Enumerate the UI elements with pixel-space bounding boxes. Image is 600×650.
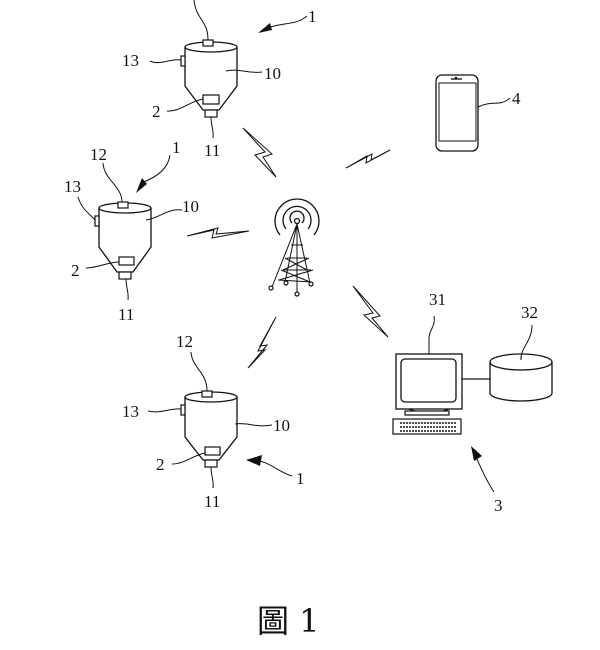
storage-tank-1: 13 10 2 11 1 (122, 0, 317, 160)
lightning-link-icon (345, 149, 391, 169)
database-icon (489, 353, 553, 402)
label-database: 32 (521, 303, 538, 322)
figure-caption: 圖 1 (257, 602, 320, 640)
storage-tank-icon (94, 201, 152, 280)
label-top-sensor: 12 (176, 332, 193, 351)
label-computer: 31 (429, 290, 446, 309)
label-tank-body: 10 (273, 416, 290, 435)
lightning-link-icon (352, 285, 389, 338)
label-device: 2 (152, 102, 161, 121)
smartphone: 4 (435, 74, 521, 152)
smartphone-icon (435, 74, 479, 152)
lightning-link-icon (186, 227, 250, 239)
storage-tank-3: 12 13 10 2 11 1 (122, 332, 305, 511)
server: 31 32 3 (392, 290, 553, 515)
label-outlet: 11 (118, 305, 134, 324)
label-tank-ref: 1 (172, 138, 181, 157)
label-outlet: 11 (204, 141, 220, 160)
label-side-sensor: 13 (122, 402, 139, 421)
label-tank-ref: 1 (308, 7, 317, 26)
storage-tank-icon (180, 39, 238, 118)
storage-tank-2: 12 13 10 2 11 1 (64, 138, 199, 324)
label-device: 2 (71, 261, 80, 280)
label-tank-ref: 1 (296, 469, 305, 488)
cell-tower-icon (268, 198, 320, 297)
lightning-link-icon (242, 127, 277, 178)
label-outlet: 11 (204, 492, 220, 511)
label-top-sensor: 12 (90, 145, 107, 164)
label-server-ref: 3 (494, 496, 503, 515)
storage-tank-icon (180, 390, 238, 468)
label-tank-body: 10 (182, 197, 199, 216)
label-device: 2 (156, 455, 165, 474)
label-phone-ref: 4 (512, 89, 521, 108)
label-side-sensor: 13 (122, 51, 139, 70)
label-tank-body: 10 (264, 64, 281, 83)
lightning-link-icon (247, 316, 277, 369)
computer-icon (392, 353, 463, 435)
label-side-sensor: 13 (64, 177, 81, 196)
